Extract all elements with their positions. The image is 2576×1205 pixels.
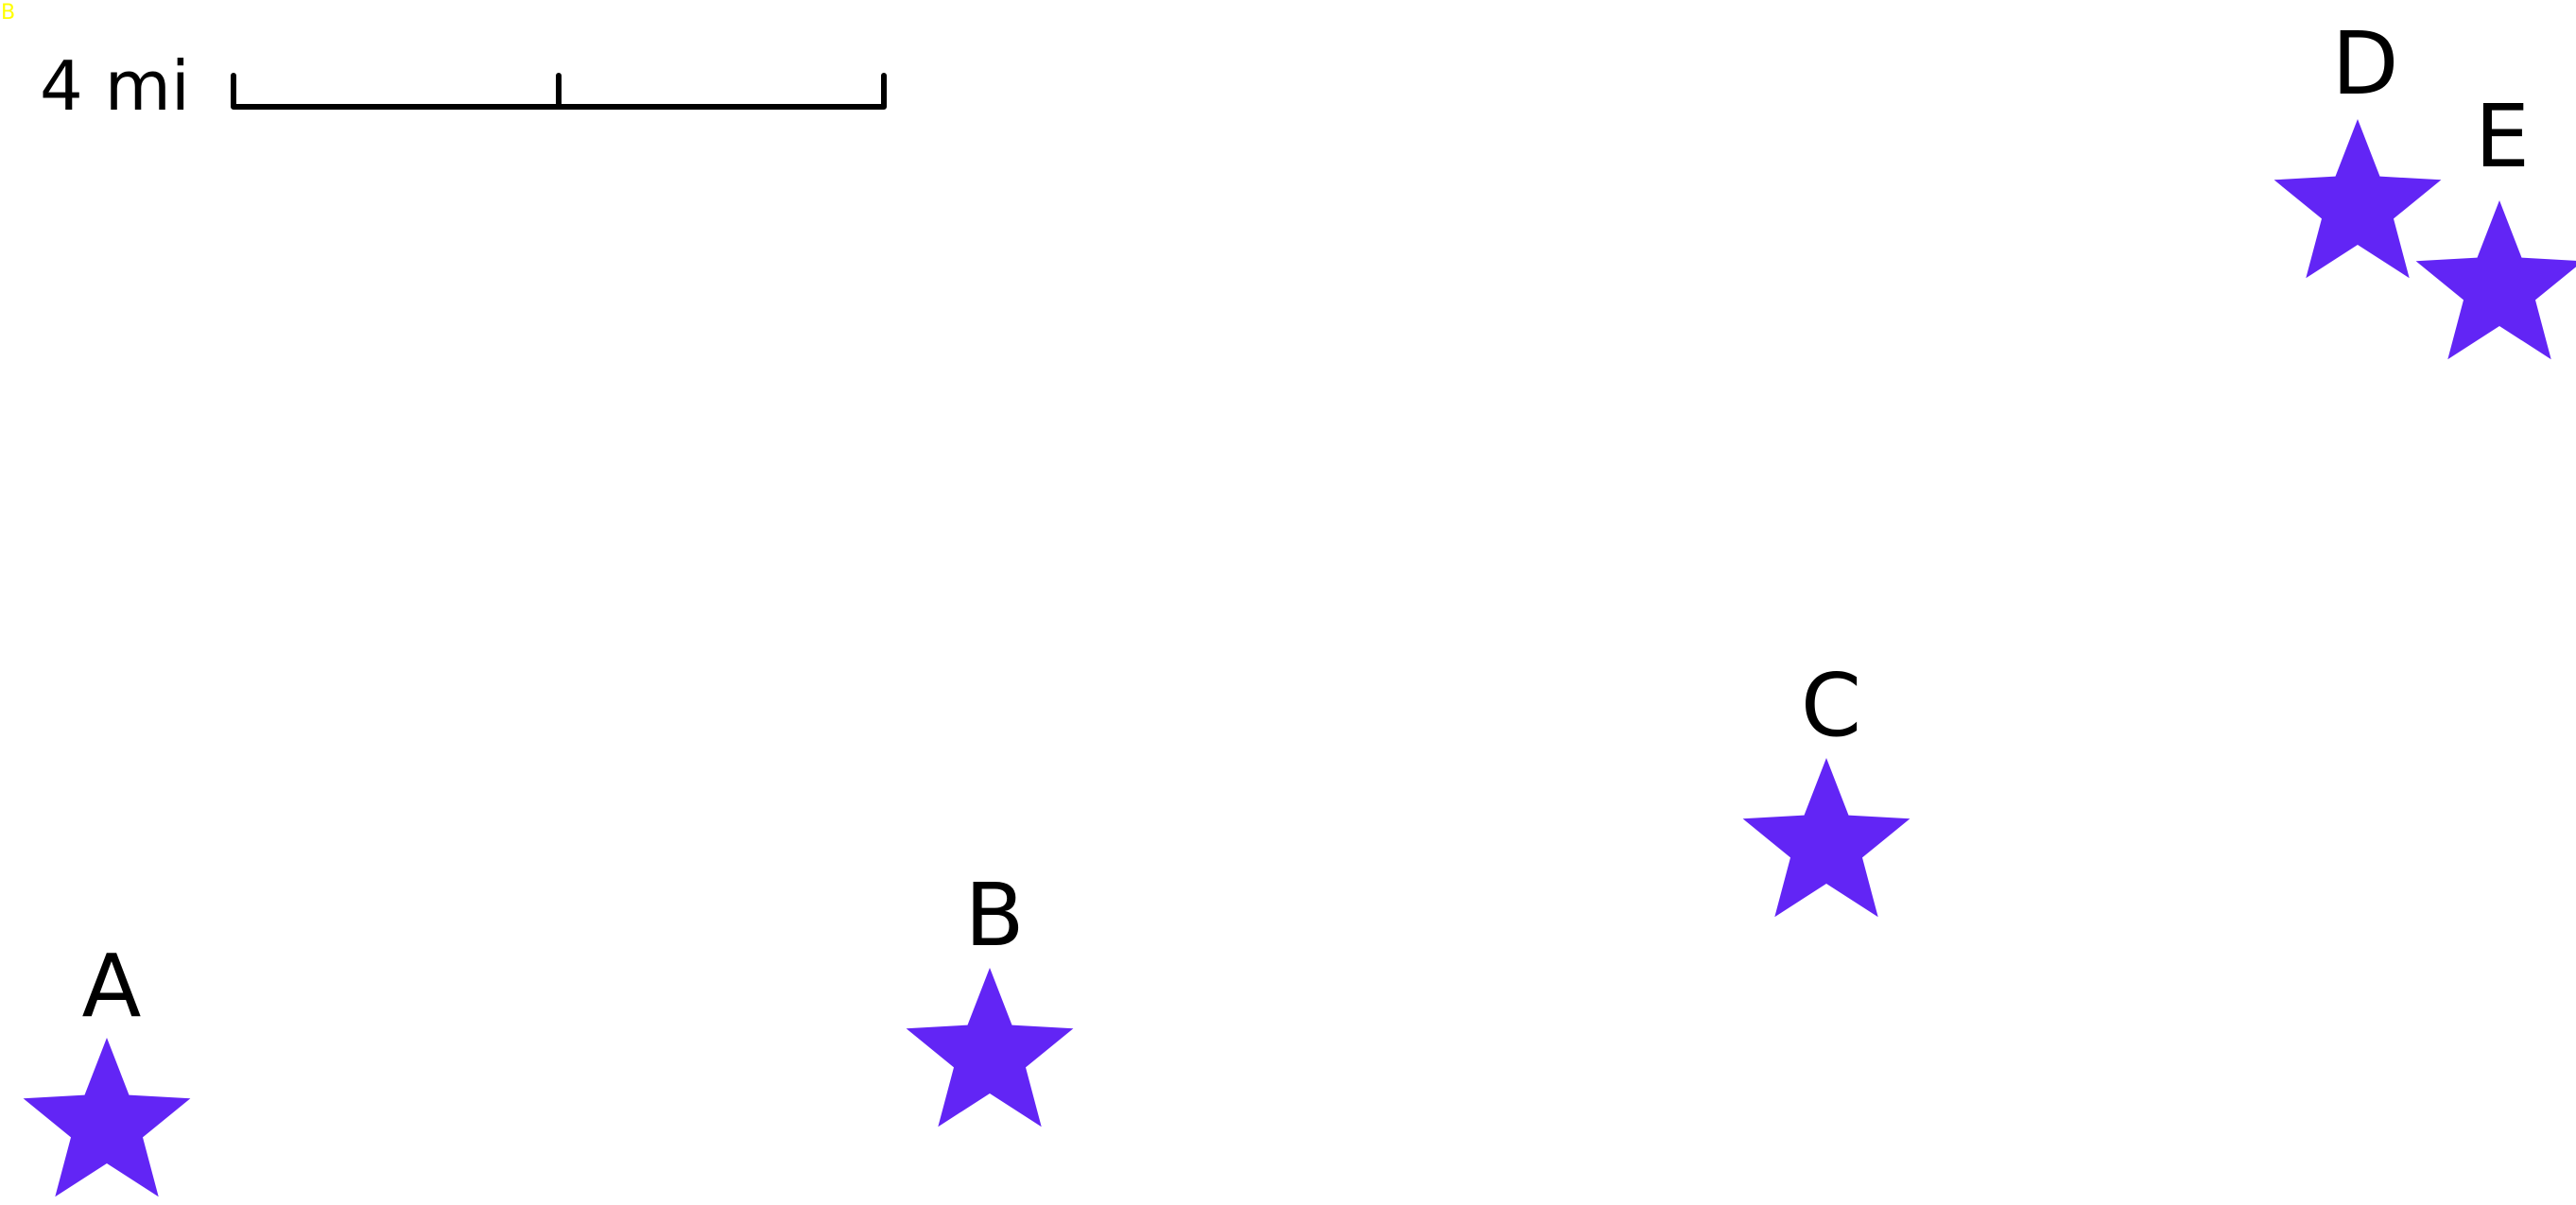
marker-layer: A B C DE xyxy=(23,13,2576,1197)
marker-label: A xyxy=(82,936,142,1037)
marker-d[interactable]: D xyxy=(2273,13,2442,279)
marker-c[interactable]: C xyxy=(1742,655,1910,918)
marker-label: D xyxy=(2332,13,2399,114)
star-icon[interactable] xyxy=(906,968,1074,1128)
marker-label: B xyxy=(964,865,1024,966)
star-icon[interactable] xyxy=(1742,758,1910,918)
marker-b[interactable]: B xyxy=(906,865,1074,1128)
marker-label: C xyxy=(1801,655,1861,756)
corner-letter: B xyxy=(1,1,16,25)
marker-e[interactable]: E xyxy=(2415,86,2576,360)
scale-label: 4 mi xyxy=(40,46,190,126)
star-icon[interactable] xyxy=(2415,200,2576,360)
scale-bar-line xyxy=(231,73,887,110)
marker-label: E xyxy=(2475,86,2530,187)
star-icon[interactable] xyxy=(2273,119,2442,279)
marker-a[interactable]: A xyxy=(23,936,191,1197)
star-icon[interactable] xyxy=(23,1038,191,1197)
scale-bar: 4 mi xyxy=(40,46,887,126)
